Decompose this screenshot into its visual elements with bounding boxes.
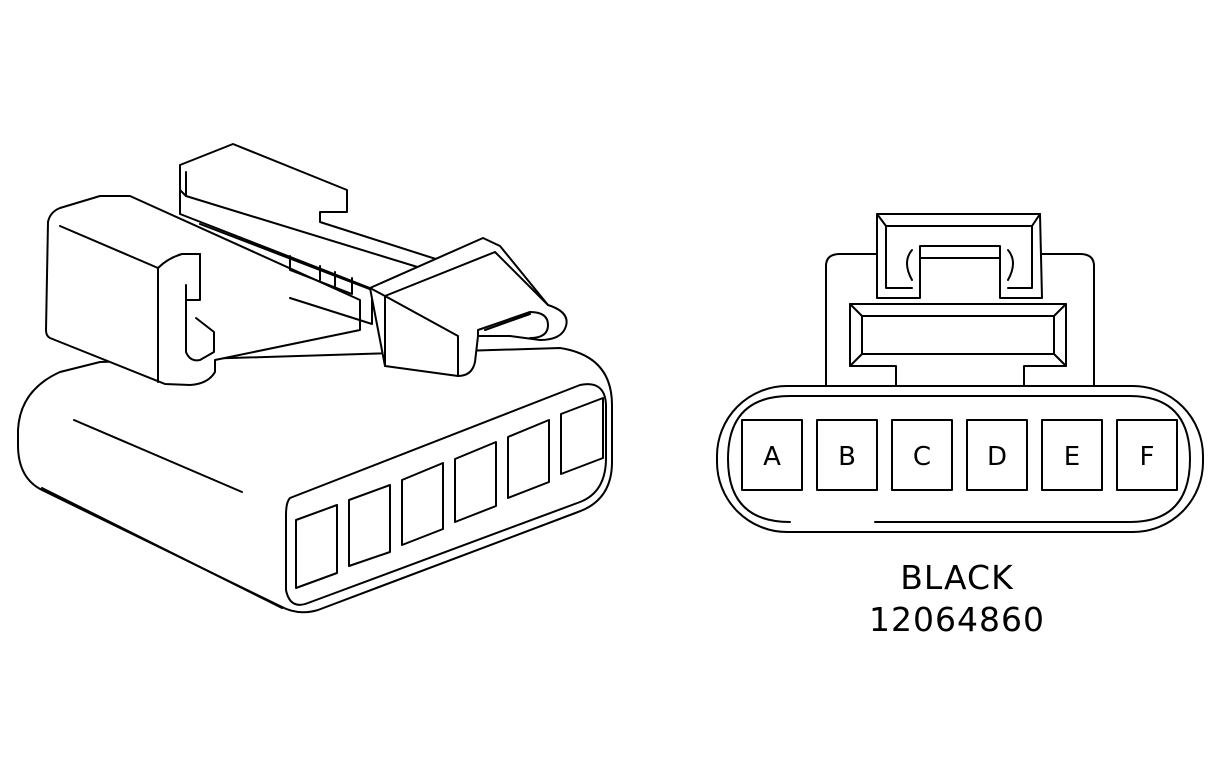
front-latch-top-inner <box>876 213 1041 289</box>
front-latch-bevel <box>849 303 1067 367</box>
pin-label-a: A <box>763 442 781 472</box>
iso-cavity-1 <box>295 504 338 589</box>
iso-latch-ramp <box>369 237 568 377</box>
pin-labels: A B C D E F <box>763 442 1154 472</box>
iso-latch-window <box>289 255 353 295</box>
front-latch-center-rib <box>919 245 1001 259</box>
front-connector-view: A B C D E F <box>716 213 1204 533</box>
pin-cavity-e <box>1041 419 1103 491</box>
front-latch-right-ear <box>1007 249 1014 281</box>
connector-color-label: BLACK <box>900 558 1014 597</box>
isometric-connector-view <box>17 143 613 614</box>
iso-latch-ramp-side <box>384 295 459 377</box>
iso-body-housing <box>17 347 613 614</box>
iso-latch-ramp-tab <box>477 311 549 339</box>
iso-cavity-4 <box>454 441 497 523</box>
front-outer-shroud <box>716 385 1204 533</box>
pin-cavity-a <box>741 419 803 491</box>
iso-pin-cavities <box>295 397 604 589</box>
iso-cavity-3 <box>401 462 444 546</box>
iso-rear-block-top <box>157 253 201 269</box>
iso-latch-arm-slot <box>199 223 373 325</box>
front-inner-shroud <box>727 395 1191 523</box>
front-latch-block <box>849 303 1067 387</box>
pin-cavity-f <box>1116 419 1178 491</box>
iso-rear-block <box>45 195 361 386</box>
iso-rear-block-inner <box>185 253 201 301</box>
iso-front-face-rim <box>285 383 607 606</box>
pin-cavity-d <box>966 419 1028 491</box>
pin-label-c: C <box>913 442 931 472</box>
pin-cavity-c <box>891 419 953 491</box>
connector-part-number: 12064860 <box>869 600 1045 639</box>
pin-label-b: B <box>838 442 856 472</box>
iso-latch-arm <box>179 143 487 291</box>
iso-cavity-2 <box>348 484 391 567</box>
iso-cavity-5 <box>507 419 550 499</box>
connector-caption: BLACK 12064860 <box>869 558 1045 639</box>
pin-label-f: F <box>1140 442 1155 472</box>
iso-latch-arm-edge <box>179 164 487 289</box>
iso-side-edge-line <box>73 419 243 493</box>
front-latch-left-ear <box>906 249 913 281</box>
front-pin-cavities <box>741 419 1178 491</box>
iso-rear-block-notch <box>185 284 215 362</box>
pin-label-d: D <box>987 442 1007 472</box>
iso-bottom-edge-line <box>41 487 283 609</box>
pin-label-e: E <box>1064 442 1080 472</box>
iso-cavity-6 <box>560 397 604 475</box>
pin-cavity-b <box>816 419 878 491</box>
